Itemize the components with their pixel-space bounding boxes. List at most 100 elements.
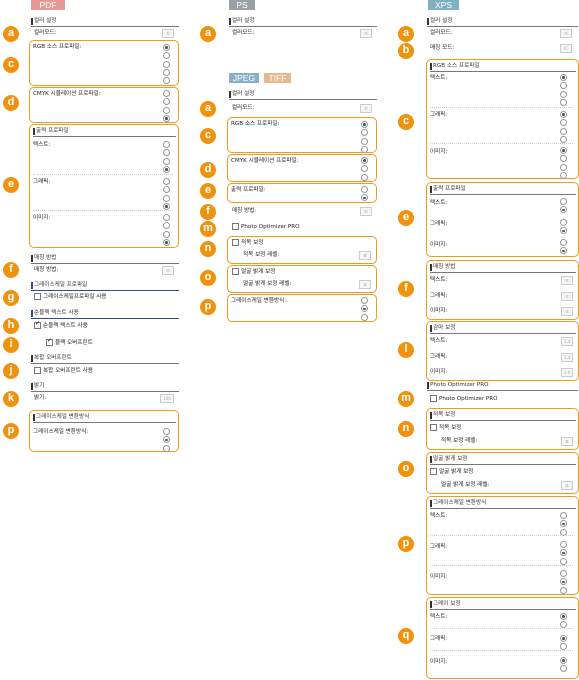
tab-tiff[interactable]: TIFF	[264, 73, 291, 83]
radio[interactable]	[163, 106, 170, 114]
radio[interactable]	[560, 171, 567, 179]
radio[interactable]	[361, 186, 368, 194]
radio[interactable]	[163, 44, 170, 52]
radio[interactable]	[163, 186, 170, 194]
radio[interactable]	[163, 222, 170, 230]
matching-mode-select[interactable]: IC	[560, 44, 572, 53]
radio[interactable]	[560, 227, 567, 235]
radio[interactable]	[361, 137, 368, 145]
radio[interactable]	[163, 90, 170, 98]
pure-black-row[interactable]: 순블랙 텍스트 사용	[34, 320, 88, 330]
use-gray-profile-checkbox[interactable]	[34, 293, 41, 300]
graycomp-text-radios[interactable]	[560, 612, 574, 630]
face-bright-row-xps[interactable]: 얼굴 밝게 보정	[430, 468, 473, 476]
radio[interactable]	[560, 111, 567, 119]
rgb-profile-radios[interactable]	[163, 43, 177, 85]
radio[interactable]	[163, 141, 170, 149]
radio[interactable]	[560, 643, 567, 651]
radio[interactable]	[361, 121, 368, 129]
gray-conversion-radios[interactable]	[163, 427, 177, 453]
radio[interactable]	[560, 239, 567, 247]
rgb-graphics-radios[interactable]	[560, 110, 574, 144]
photo-optimizer-checkbox[interactable]	[430, 395, 437, 402]
radio[interactable]	[560, 163, 567, 171]
radio[interactable]	[560, 578, 567, 586]
cmyk-profile-radios[interactable]	[163, 89, 177, 123]
redeye-checkbox[interactable]	[430, 424, 437, 431]
radio[interactable]	[560, 119, 567, 127]
gray-image-radios[interactable]	[560, 569, 574, 595]
radio[interactable]	[163, 149, 170, 157]
face-bright-checkbox[interactable]	[232, 268, 239, 275]
output-image-radios[interactable]	[560, 238, 574, 256]
radio[interactable]	[560, 135, 567, 143]
photo-optimizer-row[interactable]: Photo Optimizer PRO	[232, 223, 300, 231]
use-gray-profile-row[interactable]: 그레이스케일프로파일 사용	[34, 293, 107, 301]
radio[interactable]	[560, 613, 567, 621]
graycomp-image-radios[interactable]	[560, 656, 574, 674]
radio[interactable]	[560, 557, 567, 565]
face-bright-checkbox[interactable]	[430, 468, 437, 475]
radio[interactable]	[560, 206, 567, 214]
radio[interactable]	[163, 98, 170, 106]
radio[interactable]	[163, 52, 170, 60]
color-mode-select[interactable]: 자	[162, 29, 174, 38]
redeye-checkbox[interactable]	[232, 239, 239, 246]
photo-optimizer-checkbox[interactable]	[232, 223, 239, 230]
gamma-text-select[interactable]: 1.4	[561, 337, 573, 346]
color-mode-select[interactable]: 자	[360, 29, 372, 38]
radio[interactable]	[560, 586, 567, 594]
face-bright-row[interactable]: 얼굴 밝게 보정	[232, 268, 275, 276]
output-graphics-radios[interactable]	[163, 177, 177, 211]
color-mode-select[interactable]: 자	[360, 104, 372, 113]
radio[interactable]	[163, 114, 170, 122]
radio[interactable]	[361, 297, 368, 305]
radio[interactable]	[163, 60, 170, 68]
radio[interactable]	[163, 214, 170, 222]
output-image-radios[interactable]	[163, 213, 177, 247]
redeye-row[interactable]: 적목 보정	[232, 239, 263, 247]
color-mode-select[interactable]: 자	[560, 29, 572, 38]
radio[interactable]	[560, 549, 567, 557]
radio[interactable]	[163, 194, 170, 202]
face-bright-level-select[interactable]: 표	[561, 481, 573, 490]
radio[interactable]	[163, 178, 170, 186]
gamma-graphics-select[interactable]: 1.4	[561, 353, 573, 362]
graycomp-graphics-radios[interactable]	[560, 634, 574, 652]
radio[interactable]	[560, 657, 567, 665]
radio[interactable]	[560, 155, 567, 163]
radio[interactable]	[560, 512, 567, 520]
gray-conversion-radios[interactable]	[361, 296, 375, 322]
radio[interactable]	[560, 147, 567, 155]
radio[interactable]	[163, 436, 170, 444]
radio[interactable]	[560, 82, 567, 90]
redeye-row-xps[interactable]: 적목 보정	[430, 424, 461, 432]
matching-image-select[interactable]: 보	[561, 307, 573, 316]
rgb-profile-radios[interactable]	[361, 120, 375, 154]
radio[interactable]	[560, 665, 567, 673]
radio[interactable]	[163, 202, 170, 210]
radio[interactable]	[560, 90, 567, 98]
matching-graphics-select[interactable]: 보	[561, 292, 573, 301]
cmyk-profile-radios[interactable]	[361, 156, 375, 182]
redeye-level-select[interactable]: 표	[561, 437, 573, 446]
matching-text-select[interactable]: 보	[561, 276, 573, 285]
radio[interactable]	[163, 165, 170, 173]
radio[interactable]	[163, 76, 170, 84]
tab-jpeg[interactable]: JPEG	[229, 73, 259, 83]
rgb-image-radios[interactable]	[560, 146, 574, 180]
radio[interactable]	[361, 173, 368, 181]
radio[interactable]	[560, 219, 567, 227]
radio[interactable]	[163, 238, 170, 246]
brightness-input[interactable]: 100	[160, 394, 174, 403]
tab-pdf[interactable]: PDF	[31, 0, 65, 10]
radio[interactable]	[361, 145, 368, 153]
gray-text-radios[interactable]	[560, 511, 574, 537]
output-text-radios[interactable]	[163, 140, 177, 174]
pure-black-checkbox[interactable]	[34, 320, 41, 329]
radio[interactable]	[560, 198, 567, 206]
output-graphics-radios[interactable]	[560, 218, 574, 236]
tab-xps[interactable]: XPS	[428, 0, 459, 10]
matching-method-select[interactable]: 보	[360, 207, 372, 216]
radio[interactable]	[163, 428, 170, 436]
